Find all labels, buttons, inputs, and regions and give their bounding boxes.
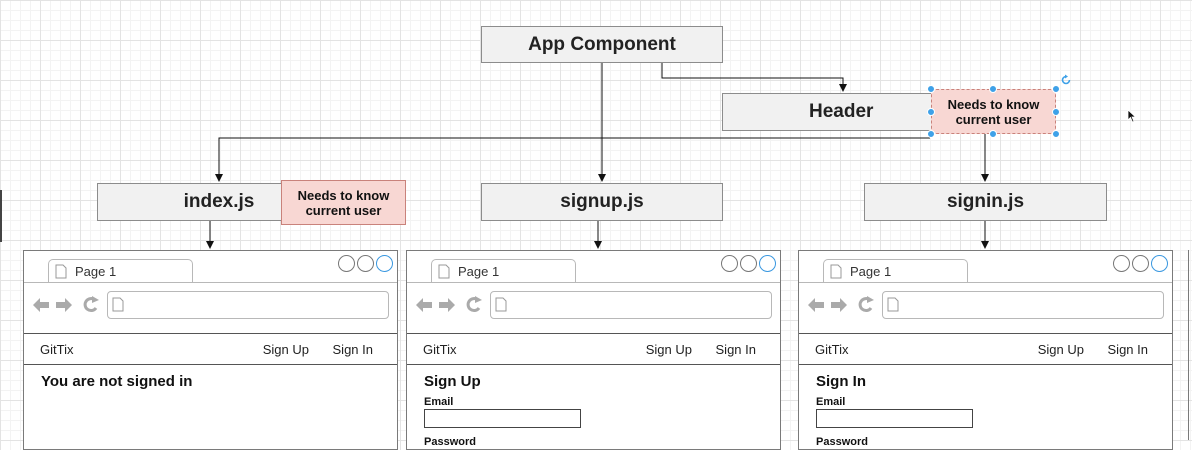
address-bar[interactable] — [882, 291, 1164, 319]
page-heading: Sign In — [816, 373, 866, 390]
sign-up-link[interactable]: Sign Up — [645, 342, 692, 357]
back-arrow-icon — [33, 298, 49, 312]
page-heading: Sign Up — [424, 373, 481, 390]
refresh-icon — [466, 297, 481, 313]
window-control-icon[interactable] — [376, 255, 393, 272]
sign-in-link[interactable]: Sign In — [332, 342, 373, 357]
page-content: Sign Up Email Password — [424, 373, 780, 448]
page-icon — [830, 264, 842, 279]
browser-mockup-index: Page 1 GitTix Sign Up Sign In You are no… — [23, 250, 398, 450]
divider — [799, 333, 1172, 334]
offscreen-browser-edge — [1188, 250, 1192, 440]
signin-js-node[interactable]: signin.js — [864, 183, 1107, 221]
divider — [407, 333, 780, 334]
email-field[interactable] — [424, 409, 581, 428]
refresh-icon — [83, 297, 98, 313]
browser-mockup-signup: Page 1 GitTix Sign Up Sign In Sign Up Em… — [406, 250, 781, 450]
edge-header-to-index — [215, 137, 930, 182]
sign-in-link[interactable]: Sign In — [1107, 342, 1148, 357]
browser-tab[interactable]: Page 1 — [823, 259, 968, 283]
refresh-icon — [858, 297, 873, 313]
sign-up-link[interactable]: Sign Up — [262, 342, 309, 357]
selection-handle[interactable] — [1052, 85, 1060, 93]
tab-label: Page 1 — [850, 264, 892, 279]
browser-mockup-signin: Page 1 GitTix Sign Up Sign In Sign In Em… — [798, 250, 1173, 450]
address-bar[interactable] — [490, 291, 772, 319]
mouse-cursor-icon — [1127, 109, 1137, 123]
connector-lines — [206, 63, 989, 249]
app-component-node[interactable]: App Component — [481, 26, 723, 63]
header-node[interactable]: Header — [722, 93, 966, 131]
email-label: Email — [424, 396, 454, 408]
email-field[interactable] — [816, 409, 973, 428]
tab-label: Page 1 — [458, 264, 500, 279]
window-control-icon[interactable] — [357, 255, 374, 272]
selection-handle[interactable] — [927, 85, 935, 93]
site-navbar: GitTix Sign Up Sign In — [24, 334, 397, 364]
window-control-icon[interactable] — [740, 255, 757, 272]
window-control-icon[interactable] — [1132, 255, 1149, 272]
divider — [407, 364, 780, 365]
brand-link[interactable]: GitTix — [423, 342, 457, 357]
window-control-icon[interactable] — [338, 255, 355, 272]
selection-handle[interactable] — [1052, 130, 1060, 138]
index-note[interactable]: Needs to know current user — [281, 180, 406, 225]
window-controls — [1113, 255, 1168, 272]
forward-arrow-icon — [56, 298, 72, 312]
selection-handle[interactable] — [927, 108, 935, 116]
browser-tab[interactable]: Page 1 — [431, 259, 576, 283]
header-note[interactable]: Needs to know current user — [931, 89, 1056, 134]
browser-tab[interactable]: Page 1 — [48, 259, 193, 283]
divider — [799, 282, 1172, 283]
rotate-handle-icon[interactable] — [1060, 74, 1072, 86]
page-content: You are not signed in — [41, 373, 397, 390]
window-control-icon[interactable] — [759, 255, 776, 272]
brand-link[interactable]: GitTix — [815, 342, 849, 357]
offscreen-edge — [0, 190, 2, 242]
signup-js-node[interactable]: signup.js — [481, 183, 723, 221]
back-arrow-icon — [808, 298, 824, 312]
divider — [24, 364, 397, 365]
page-icon — [495, 297, 507, 312]
tab-label: Page 1 — [75, 264, 117, 279]
browser-nav-icons — [33, 296, 99, 313]
password-label: Password — [424, 436, 476, 448]
window-controls — [721, 255, 776, 272]
browser-nav-icons — [416, 296, 482, 313]
site-navbar: GitTix Sign Up Sign In — [799, 334, 1172, 364]
sign-up-link[interactable]: Sign Up — [1037, 342, 1084, 357]
email-label: Email — [816, 396, 846, 408]
edge-app-to-header — [661, 63, 847, 92]
divider — [24, 333, 397, 334]
page-icon — [887, 297, 899, 312]
browser-nav-icons — [808, 296, 874, 313]
selection-handle[interactable] — [1052, 108, 1060, 116]
divider — [24, 282, 397, 283]
brand-link[interactable]: GitTix — [40, 342, 74, 357]
page-heading: You are not signed in — [41, 373, 193, 390]
window-controls — [338, 255, 393, 272]
password-label: Password — [816, 436, 868, 448]
selection-handle[interactable] — [989, 130, 997, 138]
window-control-icon[interactable] — [1113, 255, 1130, 272]
page-icon — [112, 297, 124, 312]
selection-handle[interactable] — [927, 130, 935, 138]
address-bar[interactable] — [107, 291, 389, 319]
window-control-icon[interactable] — [1151, 255, 1168, 272]
page-icon — [438, 264, 450, 279]
sign-in-link[interactable]: Sign In — [715, 342, 756, 357]
window-control-icon[interactable] — [721, 255, 738, 272]
forward-arrow-icon — [439, 298, 455, 312]
forward-arrow-icon — [831, 298, 847, 312]
page-content: Sign In Email Password — [816, 373, 1172, 448]
divider — [799, 364, 1172, 365]
back-arrow-icon — [416, 298, 432, 312]
selection-handle[interactable] — [989, 85, 997, 93]
divider — [407, 282, 780, 283]
page-icon — [55, 264, 67, 279]
site-navbar: GitTix Sign Up Sign In — [407, 334, 780, 364]
